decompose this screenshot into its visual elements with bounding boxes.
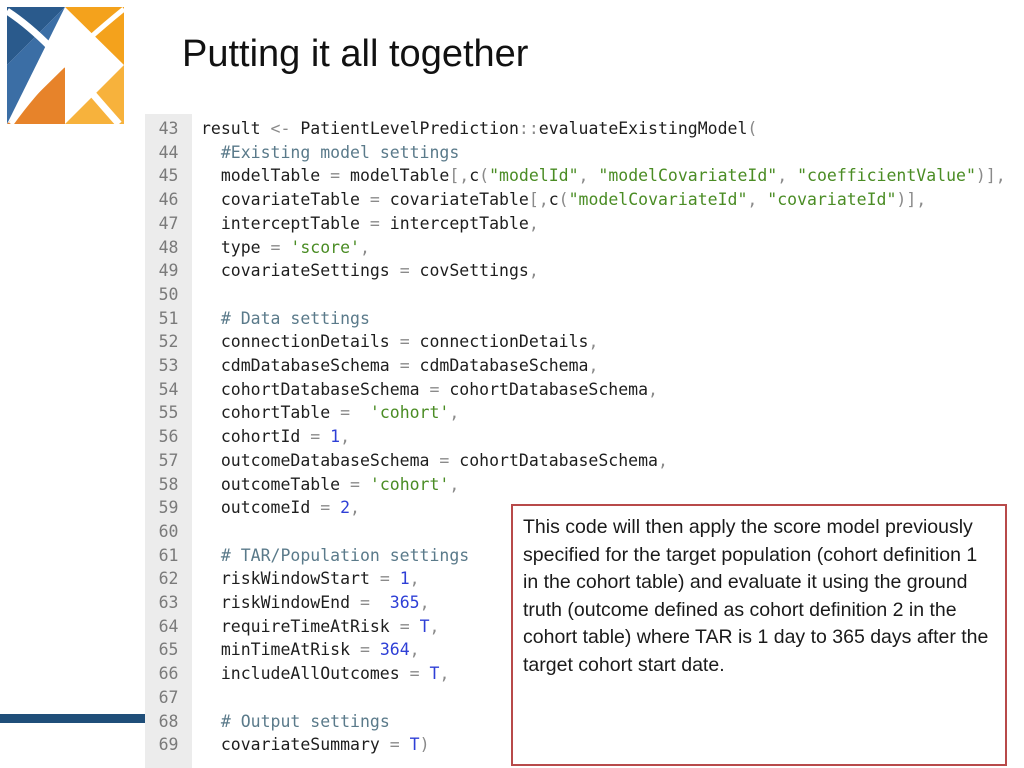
code-text: cohortId = 1, xyxy=(201,427,351,447)
line-number: 49 xyxy=(158,261,179,281)
line-number: 60 xyxy=(158,521,179,541)
code-line: 54 cohortDatabaseSchema = cohortDatabase… xyxy=(145,378,658,402)
line-number: 67 xyxy=(158,687,179,707)
code-line: 45 modelTable = modelTable[,c("modelId",… xyxy=(145,164,1006,188)
code-line: 68 # Output settings xyxy=(145,710,390,734)
code-text: # TAR/Population settings xyxy=(220,545,470,565)
code-line: 49 covariateSettings = covSettings, xyxy=(145,259,539,283)
code-line: 56 cohortId = 1, xyxy=(145,425,350,449)
code-text: riskWindowEnd = 365, xyxy=(201,593,430,612)
code-text: cohortTable = 'cohort', xyxy=(201,403,460,423)
line-number: 66 xyxy=(158,664,179,684)
code-line: 46 covariateTable = covariateTable[,c("m… xyxy=(145,188,927,212)
code-line: 53 cdmDatabaseSchema = cdmDatabaseSchema… xyxy=(145,354,599,378)
line-number: 65 xyxy=(158,640,179,660)
code-text: covariateTable = covariateTable[,c("mode… xyxy=(201,190,927,210)
code-line: 43 result <- PatientLevelPrediction::eval… xyxy=(145,117,758,141)
line-number: 46 xyxy=(158,190,179,210)
line-number: 47 xyxy=(158,213,179,233)
code-text: type = 'score', xyxy=(201,237,370,257)
code-text: connectionDetails = connectionDetails, xyxy=(201,332,599,352)
line-number: 58 xyxy=(158,474,179,494)
line-number: 54 xyxy=(158,379,179,399)
line-number: 62 xyxy=(158,569,179,589)
line-number: 64 xyxy=(158,616,179,636)
code-line: 59 outcomeId = 2, xyxy=(145,496,360,520)
code-line: 60 xyxy=(145,520,201,544)
code-text: cohortDatabaseSchema = cohortDatabaseSch… xyxy=(201,379,658,399)
line-number: 68 xyxy=(158,711,179,731)
line-number: 53 xyxy=(158,356,179,375)
line-number: 50 xyxy=(158,284,179,304)
code-text: minTimeAtRisk = 364, xyxy=(201,640,420,660)
code-text: requireTimeAtRisk = T, xyxy=(201,616,440,636)
code-text: # Data settings xyxy=(220,308,370,328)
code-line: 50 xyxy=(145,283,201,307)
code-text: modelTable = modelTable[,c("modelId", "m… xyxy=(201,166,1006,186)
code-text: outcomeId = 2, xyxy=(201,498,360,518)
line-number: 61 xyxy=(158,545,179,565)
line-number: 44 xyxy=(158,142,179,162)
code-line: 67 xyxy=(145,686,201,710)
line-number: 48 xyxy=(158,237,179,257)
code-line: 63 riskWindowEnd = 365, xyxy=(145,591,430,615)
code-line: 65 minTimeAtRisk = 364, xyxy=(145,638,420,662)
code-text: # Output settings xyxy=(220,711,390,731)
line-number: 57 xyxy=(158,450,179,470)
code-text: covariateSettings = covSettings, xyxy=(201,261,539,281)
code-line: 52 connectionDetails = connectionDetails… xyxy=(145,330,599,354)
code-line: 69 covariateSummary = T) xyxy=(145,733,430,757)
explanation-callout: This code will then apply the score mode… xyxy=(511,504,1007,766)
line-number: 59 xyxy=(158,498,179,518)
line-number: 52 xyxy=(158,332,179,352)
code-text: includeAllOutcomes = T, xyxy=(201,664,450,684)
code-line: 57 outcomeDatabaseSchema = cohortDatabas… xyxy=(145,449,668,473)
code-line: 61 # TAR/Population settings xyxy=(145,544,470,568)
ohdsi-logo xyxy=(7,7,124,124)
code-line: 62 riskWindowStart = 1, xyxy=(145,567,420,591)
line-number: 43 xyxy=(158,119,179,138)
code-text: outcomeTable = 'cohort', xyxy=(201,474,460,494)
line-number: 51 xyxy=(158,308,179,328)
footer-accent-bar xyxy=(0,714,150,723)
code-text: covariateSummary = T) xyxy=(201,735,430,755)
line-number: 63 xyxy=(158,593,179,612)
slide-title: Putting it all together xyxy=(182,33,529,75)
code-text: outcomeDatabaseSchema = cohortDatabaseSc… xyxy=(201,450,668,470)
code-line: 66 includeAllOutcomes = T, xyxy=(145,662,450,686)
line-number: 55 xyxy=(158,403,179,423)
code-line: 47 interceptTable = interceptTable, xyxy=(145,212,539,236)
code-line: 55 cohortTable = 'cohort', xyxy=(145,401,460,425)
code-line: 58 outcomeTable = 'cohort', xyxy=(145,473,460,497)
code-text: riskWindowStart = 1, xyxy=(201,569,420,589)
code-line: 51 # Data settings xyxy=(145,307,370,331)
code-text: #Existing model settings xyxy=(220,142,460,162)
line-number-gutter xyxy=(145,114,192,768)
code-line: 48 type = 'score', xyxy=(145,236,370,260)
line-number: 69 xyxy=(158,735,179,755)
line-number: 56 xyxy=(158,427,179,447)
code-text: interceptTable = interceptTable, xyxy=(201,213,539,233)
code-text: cdmDatabaseSchema = cdmDatabaseSchema, xyxy=(201,356,599,375)
code-line: 44 #Existing model settings xyxy=(145,141,460,165)
code-text: result <- PatientLevelPrediction::evalua… xyxy=(201,119,758,138)
code-line: 64 requireTimeAtRisk = T, xyxy=(145,615,440,639)
line-number: 45 xyxy=(158,166,179,186)
